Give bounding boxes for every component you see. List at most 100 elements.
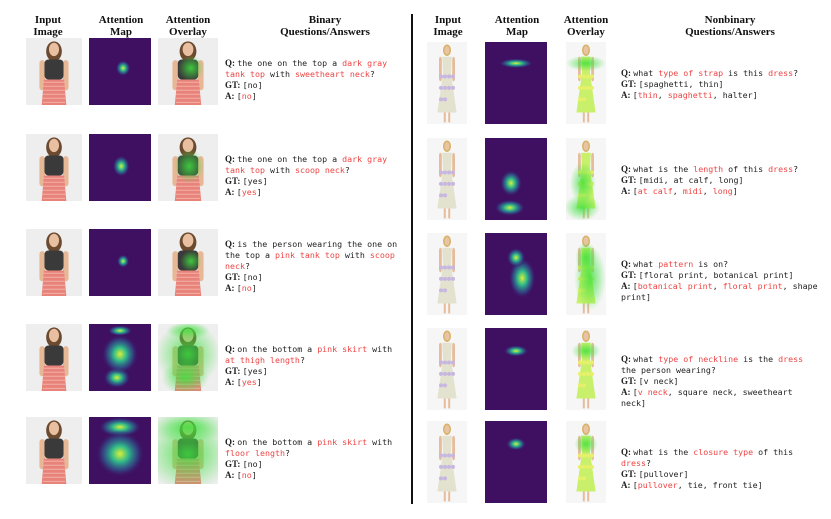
answer: A: [v neck, square neck, sweetheart neck… xyxy=(621,387,821,409)
question: Q: on the bottom a pink skirt with floor… xyxy=(225,437,407,459)
answer: A: [botanical print, floral print, shape… xyxy=(621,281,821,303)
question-text: is the xyxy=(738,354,779,364)
question-label: Q: xyxy=(621,259,634,269)
question: Q: what type of strap is this dress? xyxy=(621,68,821,79)
answer-label: A: xyxy=(225,187,237,197)
answer-label: A: xyxy=(225,377,237,387)
ground-truth-text: [no] xyxy=(242,272,263,282)
question: Q: what is the closure type of this dres… xyxy=(621,447,821,469)
attention-map xyxy=(89,417,151,484)
qa-block: Q: what type of strap is this dress?GT: … xyxy=(621,68,821,101)
qa-block: Q: the one on the top a dark gray tank t… xyxy=(225,154,407,198)
qa-block: Q: the one on the top a dark gray tank t… xyxy=(225,58,407,102)
highlight-term: closure type xyxy=(693,447,754,457)
ground-truth: GT: [pullover] xyxy=(621,469,821,480)
answer-label: A: xyxy=(225,470,237,480)
ground-truth-label: GT: xyxy=(621,175,639,185)
question-label: Q: xyxy=(225,437,238,447)
input-image xyxy=(427,138,467,220)
question-text: the one on the top a xyxy=(237,58,343,68)
attention-overlay xyxy=(158,324,218,391)
answer-label: A: xyxy=(621,480,633,490)
question-text: ? xyxy=(369,69,375,79)
answer-label: A: xyxy=(621,90,633,100)
attention-overlay xyxy=(566,421,606,503)
answer-text: ] xyxy=(251,91,257,101)
answer-label: A: xyxy=(621,387,633,397)
ground-truth-label: GT: xyxy=(621,79,639,89)
input-image xyxy=(427,233,467,315)
question-text: what xyxy=(633,259,659,269)
ground-truth-text: [v neck] xyxy=(638,376,679,386)
answer-text: , tie, front tie] xyxy=(677,480,763,490)
input-image xyxy=(26,324,82,391)
question-label: Q: xyxy=(621,447,634,457)
question-label: Q: xyxy=(225,58,238,68)
highlight-term: pullover xyxy=(637,480,678,490)
question-text: ? xyxy=(793,68,799,78)
highlight-term: midi xyxy=(682,186,703,196)
answer-text: , shape print] xyxy=(621,281,818,302)
attention-overlay xyxy=(158,229,218,296)
answer-text: , xyxy=(712,281,723,291)
ground-truth-label: GT: xyxy=(621,469,639,479)
answer-label: A: xyxy=(225,283,237,293)
question-text: with xyxy=(367,344,393,354)
highlight-term: long xyxy=(712,186,733,196)
highlight-term: dark gray tank top xyxy=(225,154,388,175)
input-image xyxy=(427,328,467,410)
attention-overlay xyxy=(158,417,218,484)
question-label: Q: xyxy=(621,354,634,364)
highlight-term: thin xyxy=(637,90,658,100)
answer-text: ] xyxy=(256,187,262,197)
highlight-term: length xyxy=(693,164,724,174)
attention-overlay xyxy=(158,134,218,201)
question-text: with xyxy=(339,250,370,260)
ground-truth-text: [midi, at calf, long] xyxy=(638,175,744,185)
question-text: ? xyxy=(299,355,305,365)
ground-truth: GT: [spaghetti, thin] xyxy=(621,79,821,90)
highlight-term: floor length xyxy=(225,448,285,458)
answer: A: [pullover, tie, front tie] xyxy=(621,480,821,491)
answer-text: ] xyxy=(256,377,262,387)
qa-block: Q: is the person wearing the one on the … xyxy=(225,239,407,294)
attention-overlay xyxy=(158,38,218,105)
highlight-term: pink skirt xyxy=(317,344,368,354)
answer-text: [ xyxy=(236,187,242,197)
highlight-term: floral print xyxy=(722,281,783,291)
ground-truth-text: [spaghetti, thin] xyxy=(638,79,724,89)
question-text: ? xyxy=(793,164,799,174)
question-text: ? xyxy=(244,261,250,271)
ground-truth-text: [pullover] xyxy=(638,469,689,479)
question-text: with xyxy=(264,69,295,79)
question-text: on the bottom a xyxy=(237,437,318,447)
answer-text: [ xyxy=(236,377,242,387)
answer-text: [ xyxy=(632,387,638,397)
answer-text: [ xyxy=(632,281,638,291)
input-image xyxy=(427,42,467,124)
highlight-term: at thigh length xyxy=(225,355,300,365)
ground-truth: GT: [no] xyxy=(225,80,407,91)
question-text: what xyxy=(633,68,659,78)
answer: A: [no] xyxy=(225,91,407,102)
question-text: of this xyxy=(723,164,769,174)
qa-block: Q: what pattern is on?GT: [floral print,… xyxy=(621,259,821,303)
highlight-term: pattern xyxy=(658,259,694,269)
answer-text: ] xyxy=(251,470,257,480)
attention-map xyxy=(485,138,547,220)
highlight-term: dress xyxy=(768,68,794,78)
qa-block: Q: what type of neckline is the dress th… xyxy=(621,354,821,409)
question-label: Q: xyxy=(621,164,634,174)
answer-text: ] xyxy=(732,186,738,196)
ground-truth-text: [no] xyxy=(242,80,263,90)
question: Q: is the person wearing the one on the … xyxy=(225,239,407,272)
question-text: with xyxy=(367,437,393,447)
question-label: Q: xyxy=(225,344,238,354)
answer-label: A: xyxy=(621,186,633,196)
input-image xyxy=(427,421,467,503)
qa-block: Q: what is the length of this dress?GT: … xyxy=(621,164,821,197)
question: Q: on the bottom a pink skirt with at th… xyxy=(225,344,407,366)
